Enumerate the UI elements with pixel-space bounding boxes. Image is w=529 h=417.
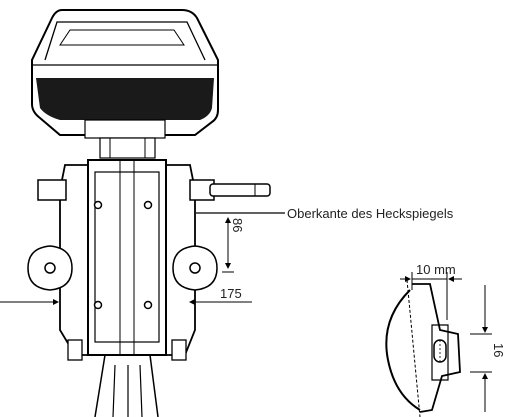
transom-edge-label: Oberkante des Heckspiegels — [287, 206, 454, 221]
motor-neck — [99, 137, 156, 159]
dimension-86 — [196, 212, 285, 273]
lower-shaft — [94, 354, 159, 417]
transom-detail — [385, 272, 492, 417]
dimension-16-label: 16 — [491, 343, 506, 357]
dimension-10mm-label: 10 mm — [416, 262, 456, 277]
mounting-bracket — [27, 159, 271, 361]
dimension-175-label: 175 — [220, 286, 242, 301]
dimension-86-label: 86 — [230, 218, 245, 232]
motor-cowling — [31, 9, 219, 139]
